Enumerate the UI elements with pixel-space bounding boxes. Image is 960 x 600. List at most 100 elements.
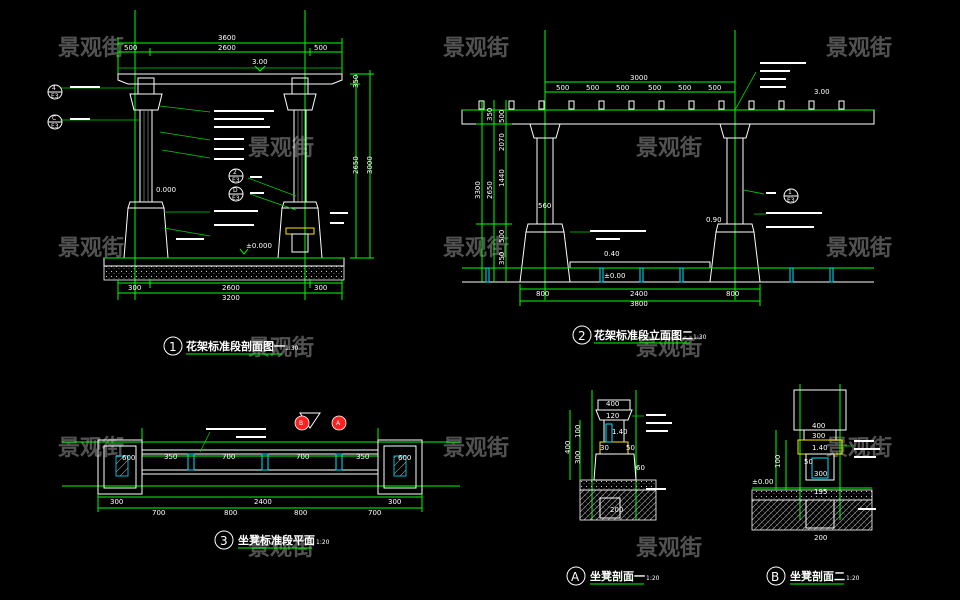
drawing-2-pergola-elevation: 3000 500 500 500 500 500 500 3.00 — [461, 30, 875, 345]
watermark: 景观街 — [58, 35, 124, 61]
dim-label: 200 — [610, 506, 623, 514]
dim-label: 2400 — [254, 498, 272, 506]
dim-label: 2600 — [222, 284, 240, 292]
dim-label: 300 — [812, 432, 825, 440]
dim-label: 1.40 — [812, 444, 828, 452]
dim-label: 400 — [606, 400, 619, 408]
elevation-label: 0.40 — [604, 250, 620, 258]
drawing-scale: 1:20 — [846, 575, 860, 582]
section-marker-a[interactable]: A — [331, 415, 347, 431]
dim-label: 300 — [128, 284, 141, 292]
dim-label: 560 — [538, 202, 551, 210]
svg-text:E3: E3 — [51, 93, 59, 100]
svg-text:1: 1 — [788, 189, 792, 196]
dim-label: 2400 — [630, 290, 648, 298]
elevation-label: ±0.00 — [752, 478, 773, 486]
dim-label: 350 — [498, 252, 506, 265]
dim-label: 3000 — [630, 74, 648, 82]
dim-label: 200 — [814, 534, 827, 542]
detail-bubble-2[interactable]: 2 E3 — [228, 168, 244, 184]
dim-label: 1.40 — [612, 428, 628, 436]
elevation-label: 3.00 — [252, 58, 268, 66]
watermark: 景观街 — [443, 35, 509, 61]
dim-label: 3600 — [218, 34, 236, 42]
dim-label: 500 — [498, 110, 506, 123]
elevation-label: 0.90 — [706, 216, 722, 224]
dim-label: 300 — [110, 498, 123, 506]
purlin-row — [478, 100, 845, 110]
watermark: 景观街 — [58, 235, 124, 261]
detail-bubble-4[interactable]: 4 E3 — [47, 84, 63, 100]
dim-label: 100 — [574, 425, 582, 438]
dim-label: 500 — [586, 84, 599, 92]
dim-label: 500 — [678, 84, 691, 92]
svg-text:A: A — [336, 420, 341, 427]
drawing-scale: 1:30 — [285, 345, 299, 352]
dim-label: 500 — [708, 84, 721, 92]
detail-bubble-c[interactable]: C E3 — [47, 114, 63, 130]
dim-label: 500 — [124, 44, 137, 52]
section-marker-b[interactable]: B — [294, 412, 321, 431]
svg-text:4: 4 — [52, 85, 56, 92]
elevation-label: 0.000 — [156, 186, 176, 194]
bench-posts — [485, 267, 834, 283]
drawing-title: 花架标准段立面图二 — [594, 328, 693, 342]
svg-text:E3: E3 — [51, 123, 59, 130]
drawing-title: 坐凳标准段平面 — [238, 533, 315, 547]
drawing-number: 2 — [578, 329, 586, 343]
drawing-scale: 1:20 — [646, 575, 660, 582]
dim-label: 700 — [152, 509, 165, 517]
dim-label: 300 — [388, 498, 401, 506]
dim-label: 700 — [222, 453, 235, 461]
dim-label: 700 — [368, 509, 381, 517]
watermark: 景观街 — [636, 335, 702, 361]
detail-bubble-d[interactable]: D E3 — [228, 186, 244, 202]
drawing-a-bench-section: 400 120 1.40 30 50 200 400 300 100 60 A … — [564, 390, 672, 586]
dim-label: 2650 — [352, 156, 360, 174]
dim-label: 2650 — [486, 181, 494, 199]
dim-label: 3300 — [474, 181, 482, 199]
dim-label: 50 — [804, 458, 813, 466]
dim-label: 500 — [648, 84, 661, 92]
detail-bubble-1[interactable]: 1 E3 — [783, 188, 799, 204]
watermark: 景观街 — [826, 235, 892, 261]
dim-label: 600 — [122, 454, 135, 462]
watermark: 景观街 — [58, 435, 124, 461]
drawing-3-title-block: 3 坐凳标准段平面 1:20 — [214, 530, 330, 550]
svg-text:C: C — [52, 115, 56, 122]
svg-text:E3: E3 — [232, 177, 240, 184]
drawing-title: 花架标准段剖面图一 — [186, 339, 285, 353]
dim-label: 120 — [606, 412, 619, 420]
elevation-label: ±0.00 — [604, 272, 625, 280]
section-letter: B — [771, 570, 779, 584]
dim-label: 500 — [498, 230, 506, 243]
watermark: 景观街 — [248, 135, 314, 161]
dim-label: 500 — [616, 84, 629, 92]
svg-text:B: B — [299, 420, 303, 427]
svg-text:D: D — [233, 187, 238, 194]
dim-label: 350 — [356, 453, 369, 461]
dim-label: 60 — [636, 464, 645, 472]
dim-label: 50 — [626, 444, 635, 452]
dim-label: 400 — [564, 441, 572, 454]
dim-label: 300 — [314, 284, 327, 292]
drawing-number: 1 — [169, 340, 177, 354]
dim-label: 800 — [536, 290, 549, 298]
watermark: 景观街 — [248, 335, 314, 361]
dim-label: 350 — [352, 75, 360, 88]
svg-text:E3: E3 — [232, 195, 240, 202]
drawing-b-bench-section: 400 300 1.40 50 300 195 200 ±0.00 100 B … — [751, 384, 880, 586]
dim-label: 800 — [294, 509, 307, 517]
dim-label: 600 — [398, 454, 411, 462]
dim-label: 700 — [296, 453, 309, 461]
dim-label: 3200 — [222, 294, 240, 302]
watermark: 景观街 — [826, 35, 892, 61]
section-letter: A — [571, 570, 580, 584]
watermark: 景观街 — [443, 435, 509, 461]
dim-label: 195 — [814, 488, 827, 496]
elevation-label: 3.00 — [814, 88, 830, 96]
dim-label: 350 — [164, 453, 177, 461]
dim-label: 2600 — [218, 44, 236, 52]
dim-label: 400 — [812, 422, 825, 430]
